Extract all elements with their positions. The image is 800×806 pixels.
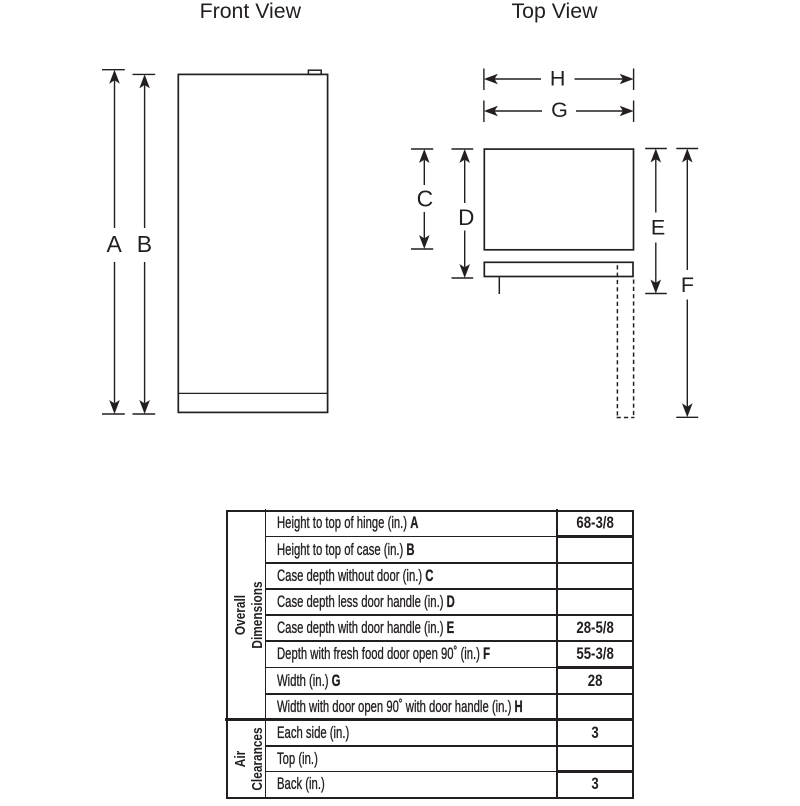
svg-text:A: A [107,231,123,257]
svg-text:Front View: Front View [200,0,302,23]
svg-text:H: H [550,67,566,91]
svg-text:C: C [417,186,434,212]
svg-text:D: D [458,205,474,230]
svg-text:Top View: Top View [511,0,598,23]
svg-text:G: G [551,98,568,122]
svg-text:F: F [681,273,694,297]
svg-text:E: E [651,216,665,240]
svg-text:B: B [137,231,152,257]
